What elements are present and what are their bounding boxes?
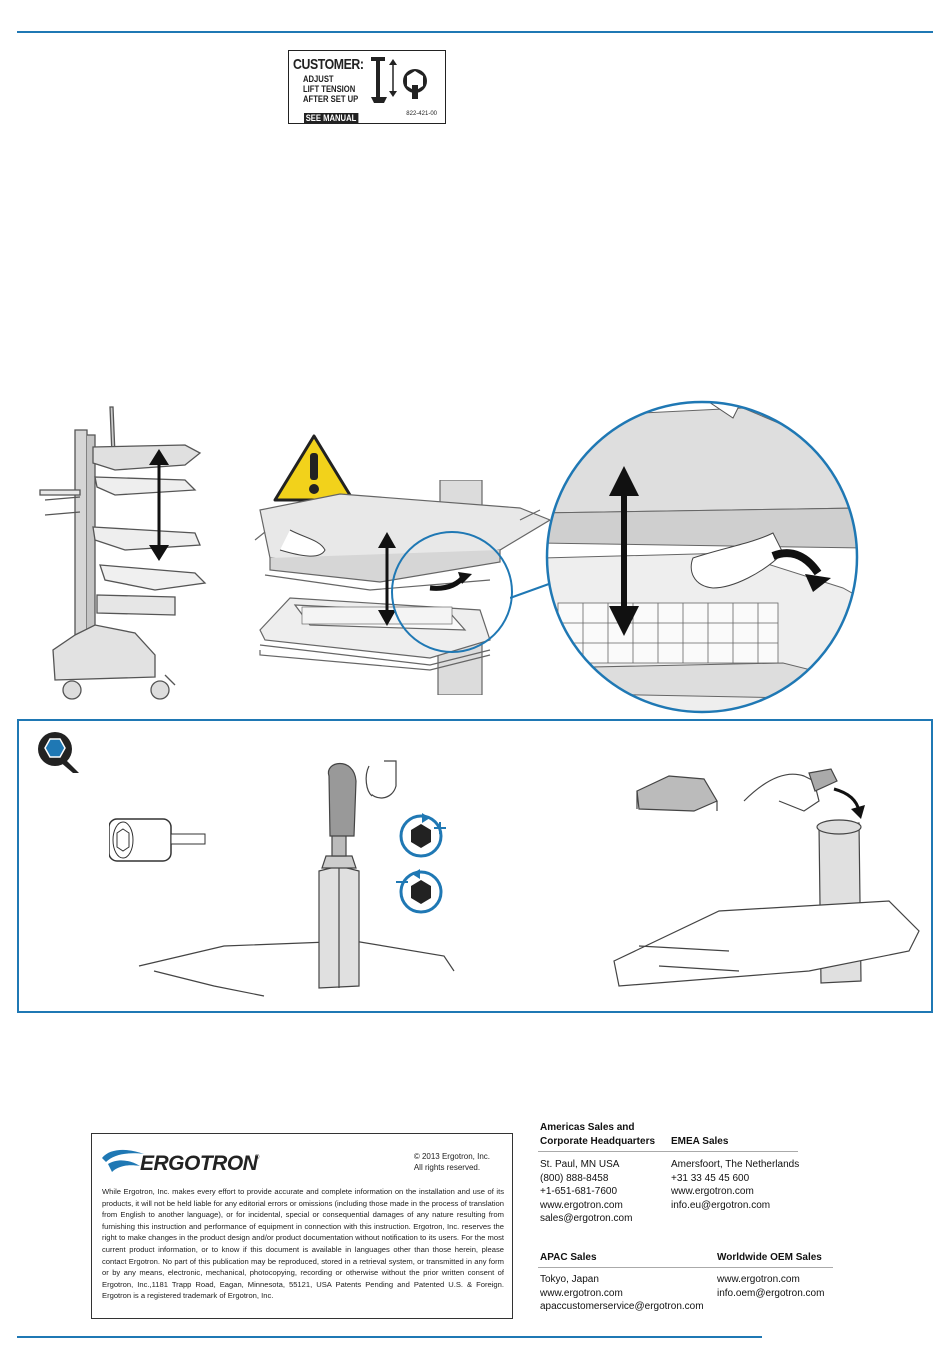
- ergotron-logo-text: ERGOTRON: [140, 1152, 258, 1175]
- zoom-indicator-circle: [391, 531, 513, 653]
- contact-oem: www.ergotron.com info.oem@ergotron.com: [717, 1274, 825, 1299]
- contact-apac: Tokyo, Japan www.ergotron.com apaccustom…: [540, 1274, 704, 1312]
- label-see-manual: SEE MANUAL: [304, 113, 358, 123]
- registered-mark: ®: [255, 1155, 260, 1161]
- adjustment-note-panel: [17, 719, 933, 1013]
- contact-divider-bottom: [538, 1267, 833, 1268]
- contact-oem-heading: Worldwide OEM Sales: [717, 1252, 822, 1263]
- label-title: CUSTOMER:: [293, 56, 364, 73]
- contact-emea-heading: EMEA Sales: [671, 1136, 729, 1147]
- contact-divider-top: [538, 1151, 798, 1152]
- zoom-detail-illustration: [545, 400, 859, 714]
- drill-adjust-illustration: [138, 760, 455, 997]
- cap-install-illustration: [613, 768, 920, 987]
- hex-wrench-icon: [38, 732, 79, 773]
- cart-adjust-icon: [371, 57, 427, 103]
- socket-tool-illustration: [109, 818, 206, 862]
- cart-illustration: [39, 406, 207, 700]
- contact-americas-heading: Americas Sales and Corporate Headquarter…: [540, 1122, 656, 1147]
- lift-tension-label: CUSTOMER: ADJUST LIFT TENSION AFTER SET …: [288, 50, 446, 124]
- copyright-notice: © 2013 Ergotron, Inc. All rights reserve…: [413, 1152, 490, 1172]
- contact-americas: St. Paul, MN USA (800) 888-8458 +1-651-6…: [540, 1159, 633, 1224]
- contact-apac-heading: APAC Sales: [540, 1252, 597, 1263]
- worksurface-illustration: [254, 480, 550, 695]
- label-lines: ADJUST LIFT TENSION AFTER SET UP: [303, 74, 359, 104]
- ergotron-logo-icon: [102, 1149, 144, 1172]
- top-rule: [17, 31, 933, 33]
- label-code: 822-421-00: [406, 111, 437, 117]
- contact-emea: Amersfoort, The Netherlands +31 33 45 45…: [671, 1159, 800, 1211]
- disclaimer-text: While Ergotron, Inc. makes every effort …: [102, 1187, 504, 1301]
- legal-notice-box: ERGOTRON ® © 2013 Ergotron, Inc. All rig…: [91, 1133, 513, 1319]
- bottom-rule: [17, 1336, 762, 1338]
